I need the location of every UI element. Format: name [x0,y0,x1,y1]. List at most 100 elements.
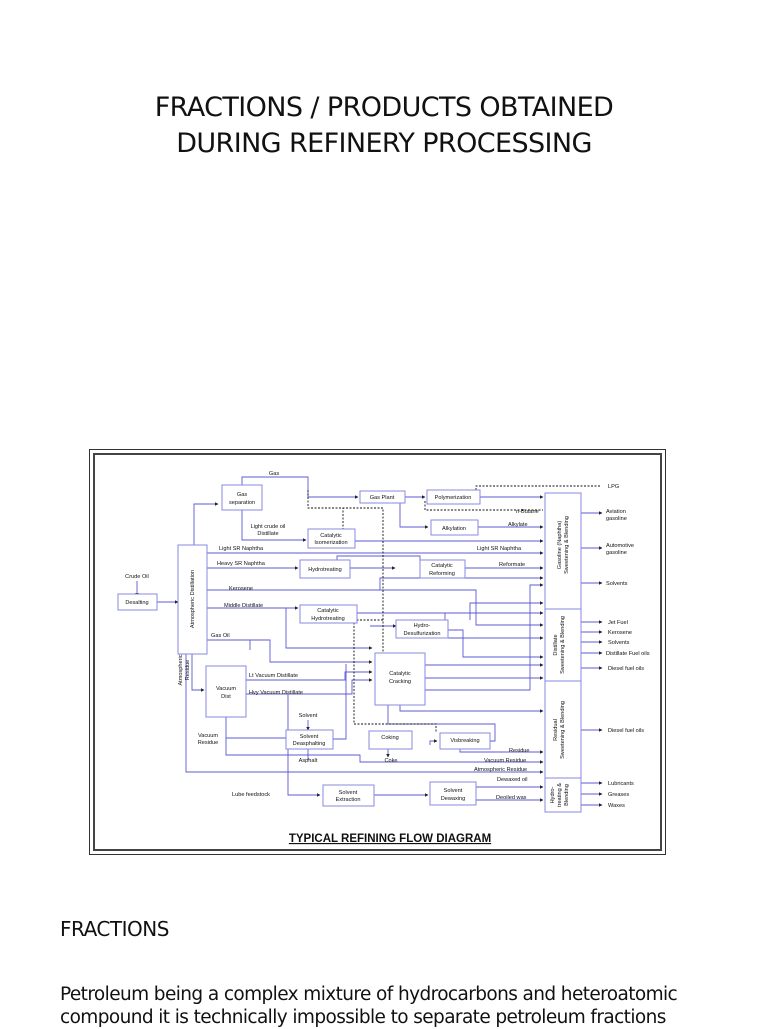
stream-atm-residue-2: Residue [185,660,191,681]
product-aviation-gasoline-2: gasoline [606,516,627,522]
product-aviation-gasoline-1: Aviation [606,509,626,515]
label-cat-isom-2: Isomerization [314,540,347,546]
unit-gas-separation [221,484,263,511]
unit-polymerization [426,489,481,505]
product-kerosene: Kerosene [608,630,632,636]
stream-n-butane: n-Butane [516,509,539,515]
stream-light-crude-2: Distillate [257,531,278,537]
label-hydrotreating: Hydrotreating [308,567,342,573]
stream-labels: Crude Oil Gas Light crude oil Distillate… [125,471,539,801]
label-polymerization: Polymerization [435,495,472,501]
label-hydro-desulf-2: Desulfurization [404,631,441,637]
unit-labels: Desalting Atmospheric Distillation Gas s… [125,492,570,807]
unit-alkylation [430,519,479,536]
label-distillate-blending-1: Distillate [553,634,559,655]
label-cat-hydrotreating-1: Catalytic [317,608,339,614]
unit-distillate-blending [544,608,582,682]
label-gas-separation-1: Gas [237,492,247,498]
stream-reformate: Reformate [499,562,525,568]
stream-kerosene: Kerosene [229,586,253,592]
unit-vacuum-dist [205,665,247,718]
body-paragraph: Petroleum being a complex mixture of hyd… [60,983,760,1029]
stream-vacuum-residue-1: Vacuum [198,733,218,739]
product-solvents-2: Solvents [608,640,630,646]
unit-gasoline-blending [544,492,582,610]
section-heading-fractions: FRACTIONS [60,917,169,941]
unit-visbreaking [439,732,491,750]
stream-vacuum-residue-2: Vacuum Residue [484,758,526,764]
product-distillate-fuel-oils: Distillate Fuel oils [606,651,650,657]
label-gasoline-blending-2: Sweetening & Blending [564,516,570,574]
label-cat-isom-1: Catalytic [320,533,342,539]
stream-light-sr-naphtha-2: Light SR Naphtha [477,546,522,552]
label-solvent-extraction-2: Extraction [336,797,361,803]
label-cat-cracking-2: Cracking [389,679,411,685]
label-cat-reforming-2: Reforming [429,571,455,577]
label-distillate-blending-2: Sweetening & Blending [560,616,566,674]
label-gas-separation-2: separation [229,500,255,506]
label-hydro-desulf-1: Hydro- [414,623,431,629]
unit-solvent-dewaxing [429,781,477,806]
diagram-caption: TYPICAL REFINING FLOW DIAGRAM [289,833,491,845]
label-cat-cracking-1: Catalytic [389,671,411,677]
unit-solvent-deasphalting [285,729,334,750]
stream-alkylate: Alkylate [508,522,528,528]
product-lubricants: Lubricants [608,781,634,787]
stream-dewaxed-oil: Dewaxed oil [497,777,527,783]
stream-vacuum-residue-2: Residue [198,740,219,746]
unit-cat-isomerization [307,528,356,549]
label-vacuum-dist-1: Vacuum [216,686,236,692]
unit-cat-reforming [419,559,466,579]
page-title: FRACTIONS / PRODUCTS OBTAINED DURING REF… [0,90,768,162]
page-title-line-2: DURING REFINERY PROCESSING [176,128,592,159]
unit-hydro-desulfurization [395,619,449,639]
stream-heavy-sr-naphtha: Heavy SR Naphtha [217,561,266,567]
unit-hydro-blending [544,777,582,813]
stream-solvent: Solvent [299,713,318,719]
product-labels: LPG Aviation gasoline Automotive gasolin… [606,484,650,809]
label-solvent-deasphalting-1: Solvent [300,734,319,740]
product-greases: Greases [608,792,629,798]
label-coking: Coking [381,735,398,741]
stream-deoiled-wax: Deoiled wax [496,795,527,801]
label-cat-hydrotreating-2: Hydrotreating [311,616,345,622]
stream-light-crude-1: Light crude oil [251,524,286,530]
label-solvent-dewaxing-1: Solvent [444,788,463,794]
stream-crude-oil: Crude Oil [125,574,149,580]
stream-gas: Gas [269,471,279,477]
unit-atm-distillation [177,544,208,655]
label-cat-reforming-1: Catalytic [431,563,453,569]
label-residual-blending-2: Sweetening & Blending [560,701,566,759]
stream-gas-oil: Gas Oil [211,633,230,639]
product-jet-fuel: Jet Fuel [608,620,628,626]
paragraph-line-1: Petroleum being a complex mixture of hyd… [60,984,678,1005]
label-solvent-dewaxing-2: Dewaxing [441,796,466,802]
product-automotive-gasoline-1: Automotive [606,543,634,549]
label-desalting: Desalting [125,600,148,606]
product-lpg: LPG [608,484,619,490]
product-waxes: Waxes [608,803,625,809]
label-visbreaking: Visbreaking [450,738,479,744]
diagram-frame-inner [93,453,662,851]
label-alkylation: Alkylation [442,526,466,532]
unit-cat-hydrotreating [299,604,358,624]
stream-atm-residue-1: Atmospheric [178,654,184,685]
label-gas-plant: Gas Plant [370,495,395,501]
page-title-line-1: FRACTIONS / PRODUCTS OBTAINED [154,92,614,123]
label-gasoline-blending-1: Gasoline (Naphtha) [557,521,563,570]
stream-lube-feedstock: Lube feedstock [232,792,270,798]
label-solvent-deasphalting-2: Deasphalting [293,741,326,747]
product-diesel-fuel-oils-1: Diesel fuel oils [608,666,644,672]
unit-gas-plant [359,490,406,504]
unit-cat-cracking [374,652,426,706]
label-hydro-blending-1: Hydro- [550,786,556,803]
stream-hvy-vacuum-distillate: Hvy Vacuum Distillate [249,690,303,696]
stream-asphalt: Asphalt [299,758,318,764]
stream-lt-vacuum-distillate: Lt Vacuum Distillate [249,673,298,679]
paragraph-line-2: compound it is technically impossible to… [60,1007,666,1028]
stream-residue: Residue [509,748,530,754]
stream-coke: Coke [384,758,397,764]
stream-light-sr-naphtha: Light SR Naphtha [219,546,264,552]
label-residual-blending-1: Residual [553,719,559,741]
